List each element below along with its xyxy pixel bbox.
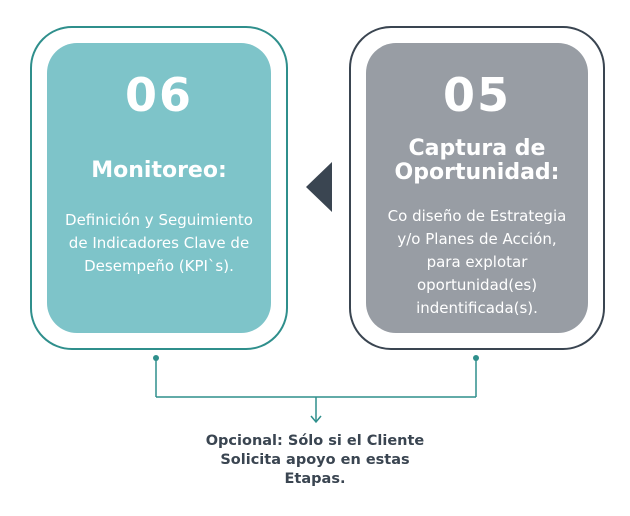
connector-left-dot: [153, 355, 159, 361]
card-05-desc-line: indentificada(s).: [416, 299, 538, 317]
card-05-desc-line: para explotar: [426, 253, 528, 271]
card-05-title-line: Oportunidad:: [394, 160, 560, 185]
card-06-desc-line: Definición y Seguimiento: [65, 211, 253, 229]
card-05-number: 05: [442, 68, 511, 122]
note-line: Opcional: Sólo si el Cliente: [205, 433, 425, 449]
card-05-desc-line: oportunidad(es): [416, 276, 538, 294]
card-05-title: Captura de Oportunidad:: [366, 137, 588, 185]
card-06: 06 Monitoreo: Definición y Seguimiento d…: [47, 43, 271, 333]
card-05-title-line: Captura de: [408, 136, 546, 161]
card-06-desc-line: Desempeño (KPI`s).: [84, 257, 234, 275]
card-06-frame: [30, 26, 288, 350]
card-06-number: 06: [124, 68, 193, 122]
note-line: Solicita apoyo en estas: [220, 452, 410, 468]
optional-note: Opcional: Sólo si el Cliente Solicita ap…: [160, 432, 470, 489]
card-06-desc-line: de Indicadores Clave de: [68, 234, 250, 252]
card-05-description: Co diseño de Estrategia y/o Planes de Ac…: [374, 205, 580, 320]
connector-right-dot: [473, 355, 479, 361]
card-05-desc-line: Co diseño de Estrategia: [387, 207, 567, 225]
triangle-left-icon: [306, 162, 332, 212]
card-06-title-line: Monitoreo:: [91, 158, 227, 183]
card-05: 05 Captura de Oportunidad: Co diseño de …: [366, 43, 588, 333]
note-line: Etapas.: [284, 471, 346, 487]
arrow-down-icon: [310, 415, 322, 424]
card-06-title: Monitoreo:: [47, 159, 271, 183]
card-05-desc-line: y/o Planes de Acción,: [397, 230, 557, 248]
card-05-frame: [349, 26, 605, 350]
card-06-description: Definición y Seguimiento de Indicadores …: [55, 209, 263, 278]
